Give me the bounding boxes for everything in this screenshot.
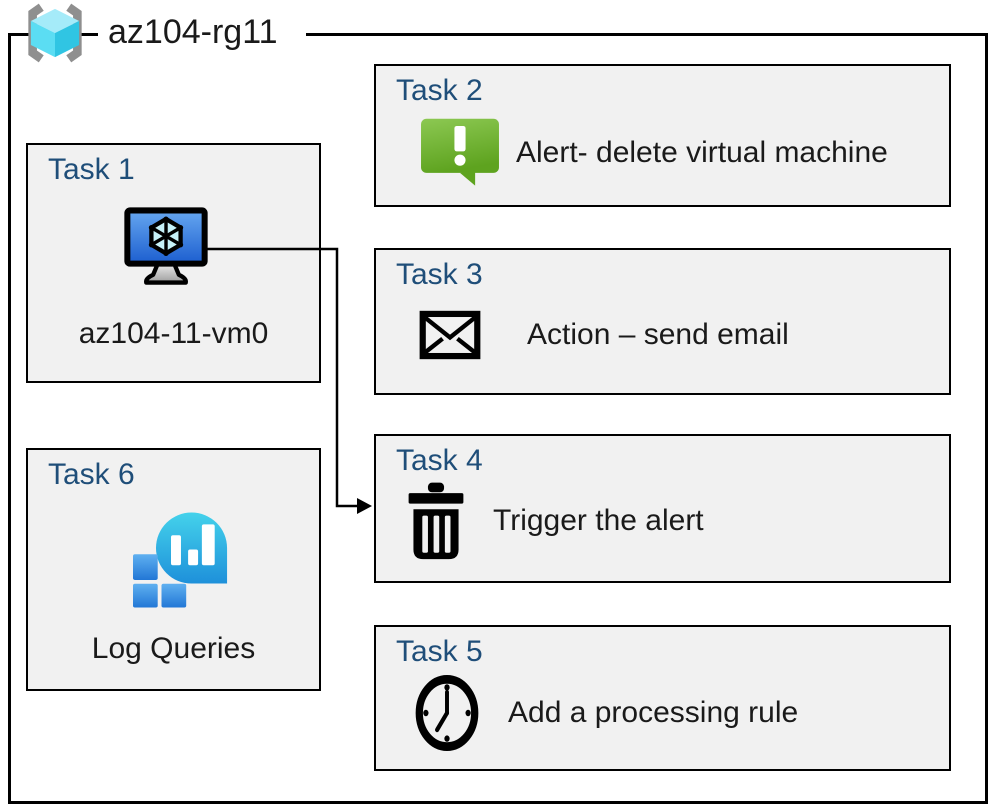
email-icon [419,310,481,360]
virtual-machine-icon [123,207,209,286]
task-box-2: Task 2 Alert- delete virtual machine [374,64,951,207]
task-2-label: Alert- delete virtual machine [516,136,888,169]
task-4-title: Task 4 [396,444,483,477]
task-3-label: Action – send email [527,318,789,351]
log-queries-icon [133,512,228,608]
task-1-title: Task 1 [48,153,135,186]
task-box-1: Task 1 [26,143,321,383]
task-box-6: Task 6 Log Queries [26,448,321,691]
task-6-title: Task 6 [48,458,135,491]
task-box-3: Task 3 Action – send email [374,248,951,395]
resource-group-icon [12,2,98,64]
task-3-title: Task 3 [396,258,483,291]
task-4-label: Trigger the alert [493,503,704,537]
task-5-label: Add a processing rule [508,696,799,729]
resource-group-header: az104-rg11 [12,2,306,64]
resource-group-name: az104-rg11 [98,6,306,60]
log-queries-label: Log Queries [91,632,256,665]
trash-icon [407,480,465,561]
alert-icon [420,118,500,188]
task-2-title: Task 2 [396,74,483,107]
vm-name-label: az104-11-vm0 [78,317,269,350]
task-box-4: Task 4 Trigger the alert [374,434,951,583]
task-box-5: Task 5 Add a processing rule [374,625,951,771]
task-5-title: Task 5 [396,635,483,668]
clock-icon [414,673,480,753]
